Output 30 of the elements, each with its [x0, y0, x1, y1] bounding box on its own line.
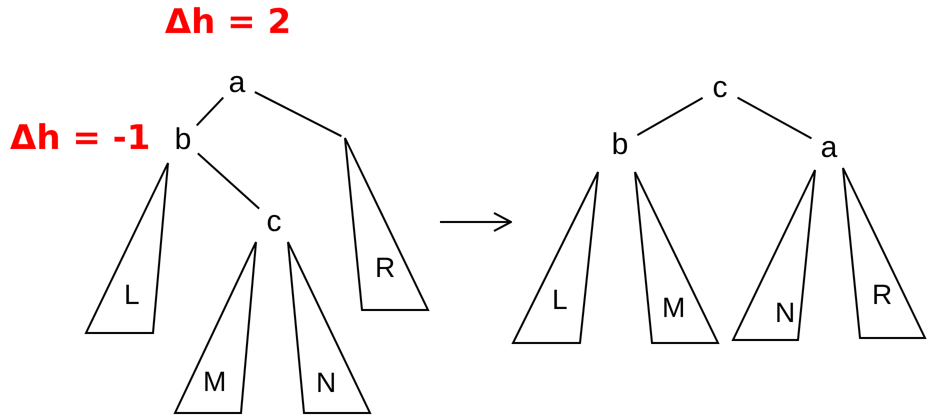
subtree-triangle [733, 170, 815, 340]
balance-annotation: Δh = 2 [164, 2, 292, 42]
subtree-triangle [86, 163, 168, 333]
subtree-triangle [345, 138, 428, 310]
subtree-label: N [775, 298, 796, 328]
subtree-triangle [635, 172, 718, 343]
subtree-triangle [843, 168, 925, 338]
tree-edge [737, 96, 812, 140]
balance-annotation: Δh = -1 [10, 118, 150, 158]
tree-node-label: c [262, 205, 286, 239]
subtree-triangle [288, 242, 370, 413]
tree-node-label: a [817, 131, 841, 165]
tree-node-label: b [608, 128, 632, 162]
transform-arrow [440, 212, 512, 232]
subtree-label: M [203, 367, 226, 397]
subtree-triangle [175, 242, 256, 413]
subtree-label: R [872, 280, 892, 310]
tree-node-label: c [708, 71, 732, 105]
tree-edge [197, 152, 260, 210]
tree-node-label: a [225, 66, 249, 100]
subtree-label: L [552, 285, 568, 315]
tree-node-label: b [171, 123, 195, 157]
subtree-label: N [316, 368, 336, 398]
subtree-triangle [513, 172, 598, 343]
tree-edge [636, 97, 704, 136]
subtree-label: R [375, 253, 396, 283]
subtree-label: M [662, 293, 686, 323]
subtree-label: L [124, 280, 140, 310]
tree-edge [254, 91, 342, 138]
tree-edge [196, 96, 224, 126]
